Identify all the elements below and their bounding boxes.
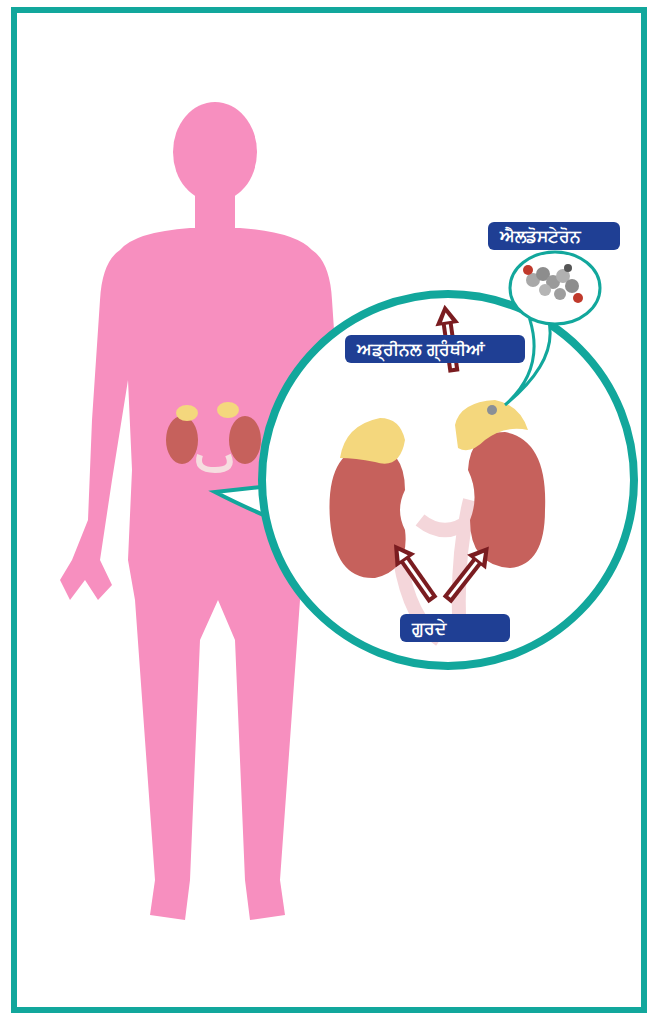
label-box: ਗੁਰਦੇ [400, 614, 510, 642]
label-text: ਗੁਰਦੇ [412, 618, 498, 638]
frame [14, 10, 644, 1010]
zoom-circle [262, 294, 634, 666]
label-text: ਅਡ੍ਰੀਨਲ ਗ੍ਰੰਥੀਆਂ [357, 339, 513, 359]
adrenal-glands [340, 400, 528, 464]
label-box: ਅਡ੍ਰੀਨਲ ਗ੍ਰੰਥੀਆਂ [345, 335, 525, 363]
label-text: ਐਲਡੋਸਟੇਰੋਨ [500, 226, 608, 246]
label-box: ਐਲਡੋਸਟੇਰੋਨ [488, 222, 620, 250]
adrenal-tumor [487, 405, 497, 415]
speech-bubble [510, 252, 600, 324]
small-kidneys [166, 402, 261, 470]
molecule [523, 264, 583, 303]
